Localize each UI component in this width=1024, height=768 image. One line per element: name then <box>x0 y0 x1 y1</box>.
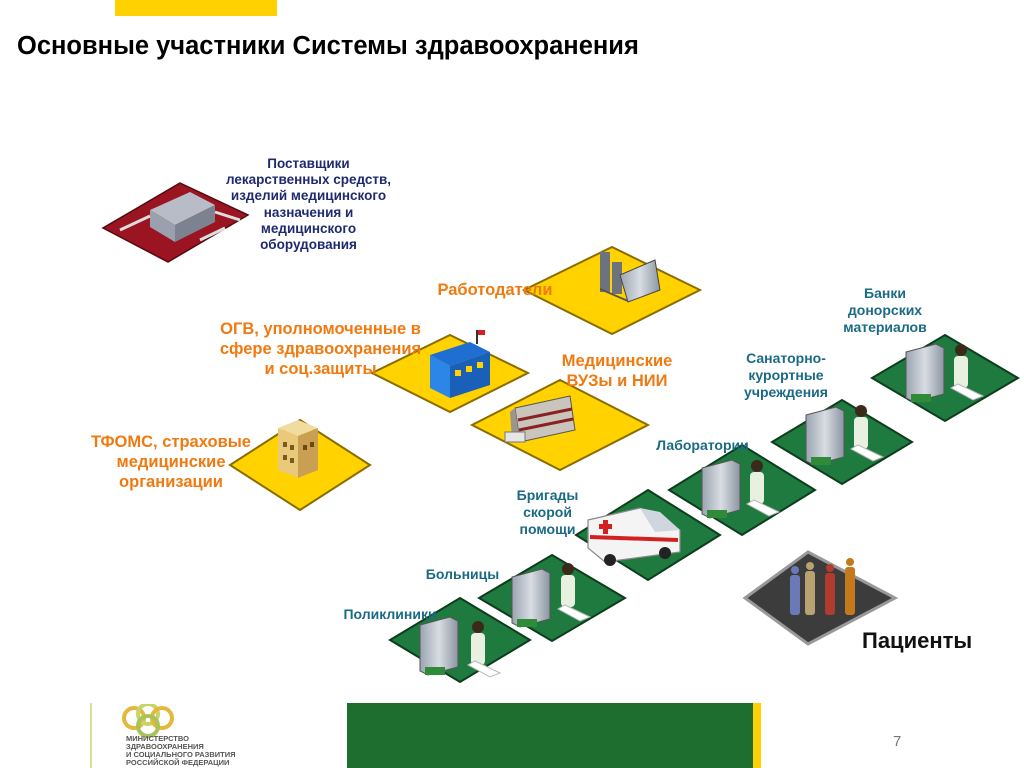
label-laboratories: Лаборатории <box>656 437 749 453</box>
label-universities: Медицинские ВУЗы и НИИ <box>561 352 673 390</box>
label-ambulance: Бригады скорой помощи <box>516 487 579 537</box>
clinic-building-icon <box>419 616 502 678</box>
label-tfoms: ТФОМС, страховые медицинские организации <box>91 433 251 491</box>
label-suppliers: Поставщики лекарственных средств, издели… <box>225 156 392 252</box>
people-group-icon <box>790 558 855 615</box>
ministry-logo-text: Министерство здравоохранения и социально… <box>126 734 236 768</box>
factory-icon <box>600 252 661 303</box>
accent-bar <box>115 0 277 16</box>
label-patients: Пациенты <box>862 628 973 653</box>
clinic-building-icon <box>701 459 781 519</box>
footer-yellow-strip <box>753 703 761 768</box>
clinic-building-icon <box>905 343 985 403</box>
ministry-logo-icon <box>122 704 174 738</box>
factory-circuit-icon <box>101 182 250 263</box>
slide-title: Основные участники Системы здравоохранен… <box>17 32 639 60</box>
platform-patients <box>742 550 899 646</box>
label-polyclinics: Поликлиники <box>343 606 437 622</box>
label-donor-banks: Банки донорских материалов <box>843 285 927 335</box>
clinic-building-icon <box>805 405 885 466</box>
label-employers: Работодатели <box>437 281 553 299</box>
label-sanatoriums: Санаторно- курортные учреждения <box>744 350 828 400</box>
university-icon <box>504 395 576 443</box>
clinic-building-icon <box>511 563 592 628</box>
ambulance-icon <box>587 507 681 566</box>
label-hospitals: Больницы <box>425 566 500 582</box>
office-building-icon <box>278 420 318 478</box>
label-ogv: ОГВ, уполномоченные в сфере здравоохране… <box>219 320 422 378</box>
page-number: 7 <box>893 733 902 750</box>
footer-divider <box>90 703 92 768</box>
government-building-icon <box>430 330 490 398</box>
footer-green-block <box>347 703 753 768</box>
